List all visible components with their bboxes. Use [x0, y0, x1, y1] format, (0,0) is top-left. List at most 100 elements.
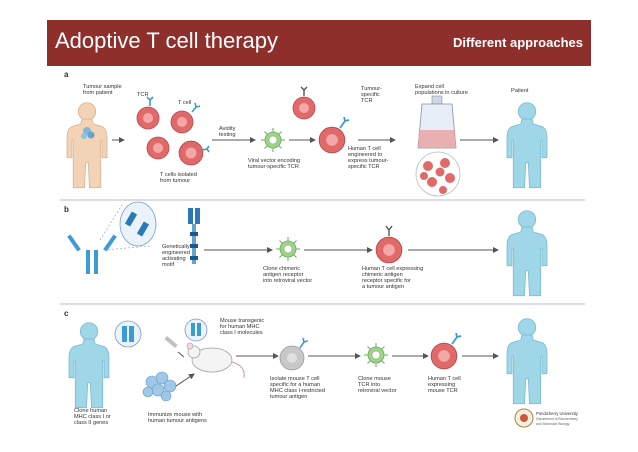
svg-text:class II genes: class II genes — [74, 420, 108, 426]
svg-text:into retroviral vector: into retroviral vector — [263, 278, 312, 284]
car-tcell — [375, 236, 403, 264]
car-receptor-icon — [385, 225, 393, 236]
activating-motif-label: Genetically engineered activating motif — [162, 244, 190, 268]
svg-text:from patient: from patient — [83, 90, 113, 96]
transgene-molecule — [191, 323, 201, 336]
svg-text:class I molecules: class I molecules — [220, 330, 263, 336]
svg-text:antigen receptor: antigen receptor — [263, 272, 304, 278]
engineered-tcell-label: Human T cell engineered to express tumou… — [348, 146, 389, 170]
svg-text:specific: specific — [361, 92, 380, 98]
svg-text:Human T cell: Human T cell — [348, 146, 381, 152]
clone-human-label: Clone human MHC class I or class II gene… — [74, 408, 111, 426]
syringe-icon — [164, 335, 185, 358]
mouse-transgenic-label: Mouse transgenic for human MHC class I m… — [220, 318, 264, 336]
svg-text:Pondicherry University: Pondicherry University — [536, 411, 579, 416]
svg-text:TCR: TCR — [361, 98, 373, 104]
svg-text:Mouse transgenic: Mouse transgenic — [220, 318, 264, 324]
antibody-icon — [67, 234, 117, 274]
svg-text:from tumour: from tumour — [160, 178, 190, 184]
svg-text:MHC class I-restricted: MHC class I-restricted — [270, 388, 325, 394]
isolate-mouse-label: Isolate mouse T cell specific for a huma… — [270, 376, 325, 400]
mouse-tcell — [279, 337, 309, 371]
scfv-domains — [124, 211, 150, 237]
scfv-zoom-icon — [119, 201, 157, 247]
tumour-specific-tcr-label: Tumour- specific TCR — [361, 86, 382, 104]
engineered-tcell — [318, 126, 346, 154]
patient-figure-c — [506, 318, 548, 405]
mhc-molecule — [122, 326, 134, 342]
viral-vector-icon — [260, 127, 286, 153]
svg-text:Clone chimeric: Clone chimeric — [263, 266, 300, 272]
car-tcell-label: Human T cell expressing chimeric antigen… — [362, 266, 423, 290]
svg-text:Department of Biochemistry: Department of Biochemistry — [536, 417, 578, 421]
clone-mouse-label: Clone mouse TCR into retroviral vector — [358, 376, 397, 394]
clone-chimeric-label: Clone chimeric antigen receptor into ret… — [263, 266, 312, 284]
tumour-cells-icon — [142, 371, 177, 402]
svg-text:Viral vector encoding: Viral vector encoding — [248, 158, 300, 164]
slide-header: Adoptive T cell therapy Different approa… — [47, 20, 591, 66]
svg-text:TCR into: TCR into — [358, 382, 380, 388]
tcells-isolated-label: T cells isolated from tumour — [160, 172, 197, 184]
donor-figure-c — [68, 322, 110, 409]
immunize-label: Immunize mouse with human tumour antigen… — [148, 412, 207, 424]
expressing-mouse-tcr-label: Human T cell expressing mouse TCR — [428, 376, 461, 394]
svg-text:tumour antigen: tumour antigen — [270, 394, 307, 400]
chimeric-receptor-icon — [188, 208, 200, 264]
mouse-tcr-icon — [451, 332, 462, 345]
transgene-zoom-icon — [184, 318, 208, 342]
panel-a-letter: a — [64, 70, 69, 79]
svg-text:motif: motif — [162, 262, 175, 268]
patient-figure-b — [506, 210, 548, 297]
svg-text:receptor specific for: receptor specific for — [362, 278, 411, 284]
svg-text:Tumour sample: Tumour sample — [83, 84, 122, 90]
patient-figure-a — [506, 102, 548, 189]
svg-text:specific for a human: specific for a human — [270, 382, 320, 388]
svg-text:Clone human: Clone human — [74, 408, 107, 414]
expand-cells-label: Expand cell populations in culture — [415, 84, 468, 96]
svg-text:engineered: engineered — [162, 250, 190, 256]
tcell-4 — [178, 140, 204, 166]
tcell-cluster — [136, 96, 210, 166]
panel-c-letter: c — [64, 309, 69, 318]
svg-text:T cells isolated: T cells isolated — [160, 172, 197, 178]
university-logo: Pondicherry University Department of Bio… — [514, 408, 579, 428]
mouse-icon — [186, 342, 245, 379]
arrow-c-immunize — [175, 373, 195, 387]
svg-text:Expand cell: Expand cell — [415, 84, 444, 90]
svg-text:specific TCR: specific TCR — [348, 164, 380, 170]
svg-text:and Molecular Biology: and Molecular Biology — [536, 422, 570, 426]
svg-text:activating: activating — [162, 256, 186, 262]
mhc-zoom-icon — [114, 320, 142, 348]
svg-text:populations in culture: populations in culture — [415, 90, 468, 96]
tcell-top — [292, 96, 316, 120]
svg-text:Clone mouse: Clone mouse — [358, 376, 391, 382]
tcell-2 — [170, 110, 194, 134]
mouse-tcr-vector-icon — [363, 342, 389, 368]
svg-text:tumour-specific TCR: tumour-specific TCR — [248, 164, 299, 170]
svg-text:Human T cell expressing: Human T cell expressing — [362, 266, 423, 272]
svg-text:for human MHC: for human MHC — [220, 324, 259, 330]
chimeric-vector-icon — [275, 236, 301, 262]
slide-title: Adoptive T cell therapy — [55, 28, 278, 53]
tcell-1 — [136, 106, 160, 130]
svg-text:MHC class I or: MHC class I or — [74, 414, 111, 420]
avidity-label: Avidity testing — [219, 126, 236, 138]
svg-text:human tumour antigens: human tumour antigens — [148, 418, 207, 424]
tcell-label: T cell — [178, 100, 191, 106]
svg-text:express tumour-: express tumour- — [348, 158, 389, 164]
svg-text:a tumour antigen: a tumour antigen — [362, 284, 404, 290]
slide-tag: Different approaches — [452, 35, 583, 50]
patient-donor-figure — [66, 102, 108, 189]
svg-text:Isolate mouse T cell: Isolate mouse T cell — [270, 376, 320, 382]
mouse-tcr-human-tcell — [430, 342, 458, 370]
patient-label: Patient — [511, 88, 529, 94]
svg-text:Tumour-: Tumour- — [361, 86, 382, 92]
top-tcell-receptor — [300, 86, 308, 96]
svg-text:retroviral vector: retroviral vector — [358, 388, 397, 394]
tcell-3 — [146, 136, 170, 160]
expanded-cells-dish — [415, 151, 461, 197]
tumour-sample-label: Tumour sample from patient — [83, 84, 122, 96]
culture-flask-icon — [417, 95, 457, 149]
svg-text:testing: testing — [219, 132, 235, 138]
